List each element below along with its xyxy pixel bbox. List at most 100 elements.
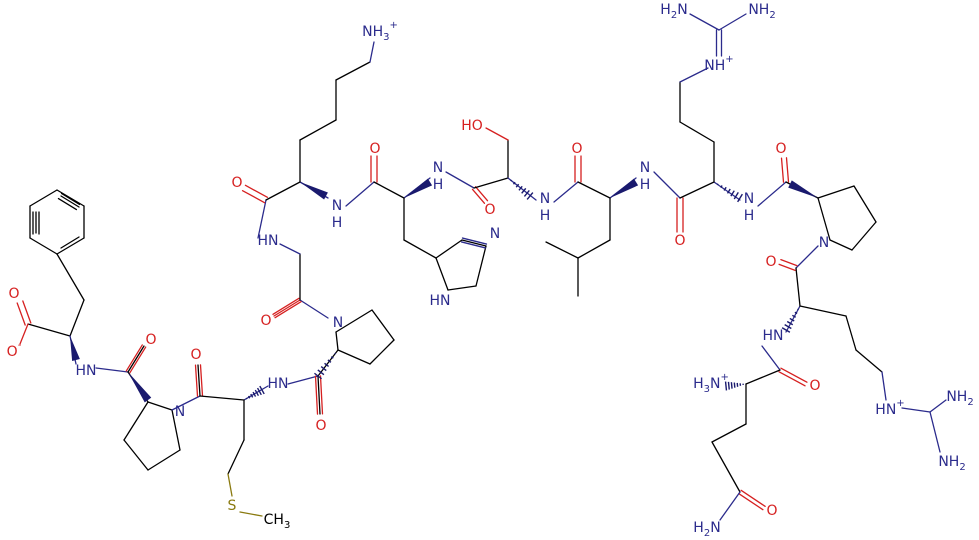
atom-hn-arg2: HN — [763, 328, 784, 344]
arg2-cd — [855, 349, 883, 373]
atom-nh3-lys: NH3+ — [362, 20, 398, 43]
bond-layer — [16, 13, 947, 521]
atom-nh2-guanidine-a: NH2 — [748, 2, 775, 21]
phe-n-c — [95, 367, 129, 373]
pro2-ring — [337, 349, 371, 365]
gln-c-o — [778, 371, 806, 387]
atom-nh-met: HN — [268, 376, 289, 392]
pro3-ring — [817, 185, 855, 199]
phe-ring-inner — [57, 197, 78, 211]
phe-ring-bond — [29, 237, 58, 255]
pro1-wedge — [128, 372, 152, 403]
atom-hn-plus-guanidine-b: HN+ — [875, 398, 904, 419]
met-ca-n — [243, 385, 269, 401]
pro1-ring — [147, 401, 173, 411]
pro2-ring — [335, 309, 373, 333]
atom-hn-gly: HN — [258, 233, 279, 249]
arg1-c-ca — [679, 181, 715, 199]
met-n-c — [287, 375, 319, 385]
lys-wedge — [300, 182, 328, 200]
lys-c-o — [241, 189, 266, 204]
guanidine-a-n2 — [718, 13, 747, 31]
arg2-c-ca — [795, 267, 801, 307]
guanidine-a-n1 — [689, 13, 720, 31]
arg1-hash — [716, 183, 743, 203]
met-cg — [227, 439, 245, 475]
met-cs — [227, 473, 233, 497]
atom-h-arg1: H — [744, 208, 755, 224]
his-cg — [403, 239, 437, 259]
phe-ring-bond — [56, 237, 85, 255]
atom-h2n-amide: H2N — [693, 520, 720, 539]
arg2-cg — [845, 315, 857, 351]
pro2-c-o — [319, 375, 324, 415]
c-o-double — [22, 300, 32, 324]
pro1-c-o — [129, 346, 147, 374]
lys-ce — [335, 61, 371, 81]
atom-n-imidazole: N — [490, 226, 500, 242]
atom-h3n-gln: H3N+ — [693, 372, 729, 395]
atom-n-lys: N — [332, 198, 342, 214]
atom-nh-plus-guanidine-a: NH+ — [704, 54, 733, 75]
arg2-hash — [781, 308, 799, 333]
pro1-co — [127, 345, 145, 373]
phe-ca — [69, 299, 85, 337]
leu-cg — [577, 239, 611, 259]
arg2-n-c — [761, 345, 781, 371]
lys-n-c — [345, 181, 375, 207]
arg2-cb — [799, 305, 847, 317]
atom-o-ser: O — [484, 202, 495, 218]
leu-cd1 — [545, 241, 579, 259]
arg2-c-o — [780, 259, 798, 267]
atom-o-his: O — [369, 141, 380, 157]
gln-cd — [711, 441, 741, 493]
atom-h-ser: H — [540, 208, 551, 224]
atom-n-ser: N — [540, 191, 550, 207]
lys-c-ca — [265, 181, 301, 201]
ser-c-o — [474, 186, 489, 202]
pro1-ring — [147, 449, 181, 471]
pro3-c-o — [780, 157, 785, 183]
lys-c-o — [244, 184, 269, 199]
arg2-cd-n — [881, 371, 887, 401]
pro2-c-o — [314, 375, 319, 415]
pro2-ring — [371, 309, 395, 341]
imidazole-ring — [435, 239, 463, 259]
guanidine-b-n1 — [929, 399, 947, 413]
pro3-wedge — [788, 180, 818, 198]
pro1-c-o — [125, 344, 143, 372]
gln-c-ca — [745, 369, 781, 385]
atom-h2n-guanidine-a: H2N — [660, 2, 687, 21]
met-s-ch3 — [239, 511, 263, 517]
imidazole-ring — [447, 285, 477, 291]
gln-cg — [711, 423, 747, 443]
gly-n-c — [257, 199, 267, 239]
atom-o-pro2: O — [315, 418, 326, 434]
atom-h-his: H — [433, 177, 444, 193]
ser-ca-n — [507, 177, 537, 201]
pro2-co — [317, 375, 321, 415]
gly-c-o-d — [274, 301, 302, 319]
atom-o-carboxyl: O — [8, 286, 19, 302]
atom-h-leu: H — [640, 177, 651, 193]
c-terminal-carbon — [27, 323, 71, 337]
atom-n-his: N — [433, 160, 443, 176]
pro2-hash — [314, 352, 337, 380]
imidazole-dbl — [460, 241, 487, 249]
leu-n-c — [653, 171, 681, 199]
imidazole-ring — [461, 239, 487, 247]
atom-o-lys: O — [231, 175, 242, 191]
imidazole-ring — [435, 257, 449, 291]
pro3-ring — [851, 221, 877, 251]
c-o-single — [19, 323, 29, 345]
atom-ch3-met: CH3 — [264, 512, 291, 531]
atom-nh2-guanidine-b2: NH2 — [938, 454, 965, 473]
met-c-ca — [199, 395, 245, 401]
pro1-ring — [123, 401, 149, 441]
ser-c-o — [471, 188, 486, 204]
lys-cg — [299, 119, 337, 141]
arg2-ca-n — [785, 305, 801, 333]
imidazole-ring — [475, 245, 487, 287]
leu-wedge — [610, 178, 639, 198]
